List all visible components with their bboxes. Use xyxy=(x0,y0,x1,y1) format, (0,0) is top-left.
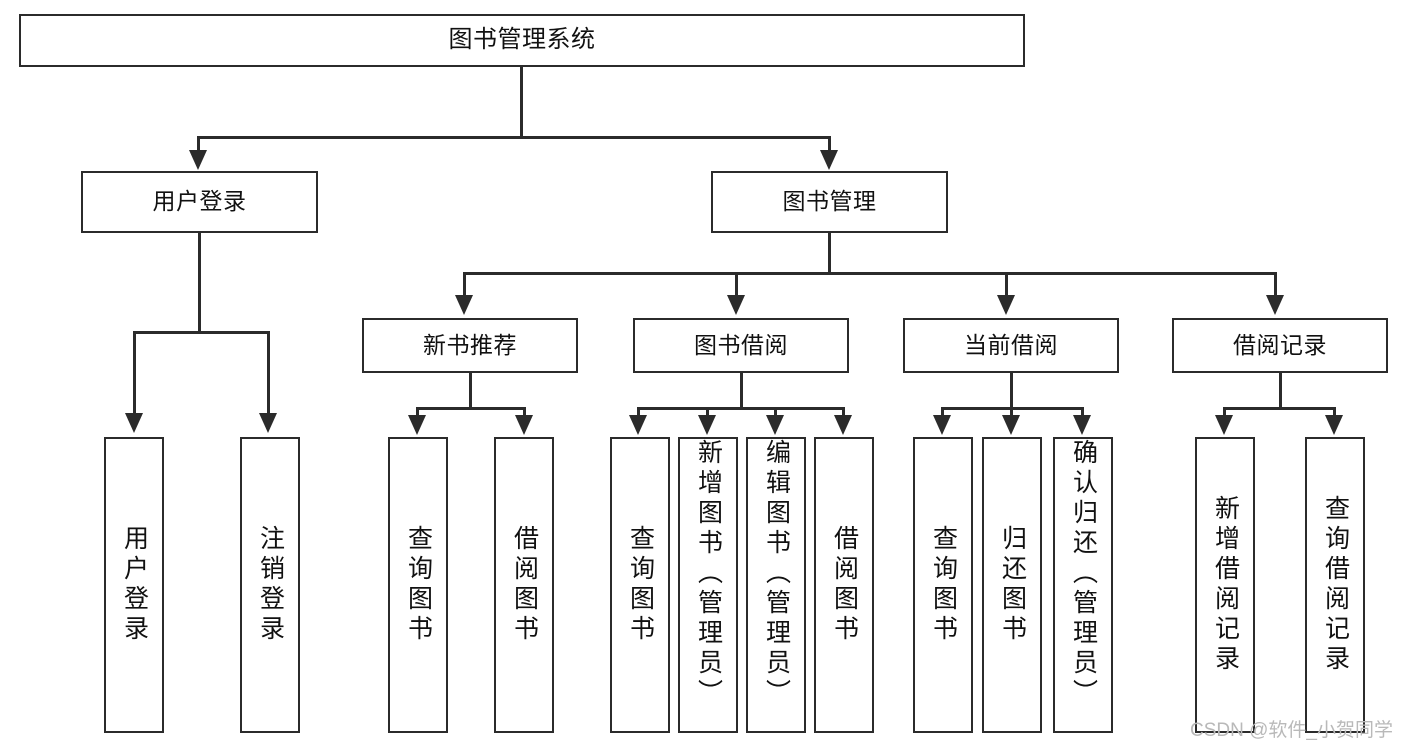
connector-root-to-login xyxy=(197,136,200,154)
node-label: 新书推荐 xyxy=(423,331,517,358)
connector-currentborrow-to-leaf2 xyxy=(1010,407,1013,419)
arrowhead-newbook-to-leaf2 xyxy=(515,415,533,435)
connector-bookmgmt-to-l2-4 xyxy=(1274,272,1277,299)
node-label: 图书借阅 xyxy=(694,331,788,358)
connector-login-bus xyxy=(133,331,269,334)
connector-root-to-bookmgmt xyxy=(828,136,831,154)
connector-root-stem xyxy=(520,67,523,138)
connector-borrowrecord-bus xyxy=(1223,407,1336,410)
leaf-user-login[interactable]: 用户登录 xyxy=(104,437,164,733)
leaf-currentborrow-query-book[interactable]: 查询图书 xyxy=(913,437,973,733)
arrowhead-bookmgmt-to-l2-1 xyxy=(455,295,473,315)
arrowhead-newbook-to-leaf1 xyxy=(408,415,426,435)
connector-bookmgmt-to-l2-3 xyxy=(1005,272,1008,299)
leaf-borrowrecord-add-record[interactable]: 新增借阅记录 xyxy=(1195,437,1255,733)
leaf-newbook-query-book[interactable]: 查询图书 xyxy=(388,437,448,733)
node-label: 借阅图书 xyxy=(510,525,539,645)
connector-bookborrow-to-leaf4 xyxy=(842,407,845,419)
node-current-borrow[interactable]: 当前借阅 xyxy=(903,318,1119,373)
node-label: 编辑图书（管理员） xyxy=(762,439,791,709)
connector-login-to-leaf2 xyxy=(267,331,270,417)
leaf-bookborrow-edit-book-admin[interactable]: 编辑图书（管理员） xyxy=(746,437,806,733)
node-label: 查询借阅记录 xyxy=(1321,495,1350,675)
arrowhead-bookborrow-to-leaf1 xyxy=(629,415,647,435)
arrowhead-login-to-leaf1 xyxy=(125,413,143,433)
connector-bookborrow-bus xyxy=(637,407,845,410)
leaf-currentborrow-return-book[interactable]: 归还图书 xyxy=(982,437,1042,733)
node-label: 查询图书 xyxy=(404,525,433,645)
connector-bookborrow-to-leaf2 xyxy=(706,407,709,419)
node-label: 借阅图书 xyxy=(830,525,859,645)
connector-borrowrecord-to-leaf2 xyxy=(1333,407,1336,419)
connector-login-to-leaf1 xyxy=(133,331,136,417)
connector-currentborrow-to-leaf3 xyxy=(1081,407,1084,419)
arrowhead-bookmgmt-to-l2-2 xyxy=(727,295,745,315)
arrowhead-borrowrecord-to-leaf1 xyxy=(1215,415,1233,435)
leaf-bookborrow-query-book[interactable]: 查询图书 xyxy=(610,437,670,733)
leaf-bookborrow-borrow-book[interactable]: 借阅图书 xyxy=(814,437,874,733)
node-label: 注销登录 xyxy=(256,525,285,645)
node-book-borrow[interactable]: 图书借阅 xyxy=(633,318,849,373)
node-label: 借阅记录 xyxy=(1233,331,1327,358)
arrowhead-root-to-bookmgmt xyxy=(820,150,838,170)
connector-bookmgmt-to-l2-2 xyxy=(735,272,738,299)
connector-newbook-to-leaf2 xyxy=(523,407,526,419)
leaf-currentborrow-confirm-return-admin[interactable]: 确认归还（管理员） xyxy=(1053,437,1113,733)
arrowhead-borrowrecord-to-leaf2 xyxy=(1325,415,1343,435)
arrowhead-currentborrow-to-leaf3 xyxy=(1073,415,1091,435)
csdn-watermark: CSDN @软件_小贺同学 xyxy=(1190,720,1393,741)
connector-borrowrecord-stem xyxy=(1279,373,1282,409)
leaf-borrowrecord-query-record[interactable]: 查询借阅记录 xyxy=(1305,437,1365,733)
leaf-logout[interactable]: 注销登录 xyxy=(240,437,300,733)
node-label: 用户登录 xyxy=(120,525,149,645)
connector-bookmgmt-stem xyxy=(828,233,831,274)
arrowhead-bookmgmt-to-l2-4 xyxy=(1266,295,1284,315)
arrowhead-bookmgmt-to-l2-3 xyxy=(997,295,1015,315)
connector-bookborrow-stem xyxy=(740,373,743,409)
node-label: 图书管理系统 xyxy=(448,26,596,54)
node-root-system[interactable]: 图书管理系统 xyxy=(19,14,1025,67)
node-label: 用户登录 xyxy=(152,188,247,215)
leaf-bookborrow-add-book-admin[interactable]: 新增图书（管理员） xyxy=(678,437,738,733)
leaf-newbook-borrow-book[interactable]: 借阅图书 xyxy=(494,437,554,733)
arrowhead-currentborrow-to-leaf1 xyxy=(933,415,951,435)
connector-currentborrow-to-leaf1 xyxy=(941,407,944,419)
node-label: 归还图书 xyxy=(998,525,1027,645)
arrowhead-bookborrow-to-leaf3 xyxy=(766,415,784,435)
connector-bookborrow-to-leaf3 xyxy=(774,407,777,419)
connector-newbook-to-leaf1 xyxy=(416,407,419,419)
connector-newbook-stem xyxy=(469,373,472,409)
node-new-book-recommend[interactable]: 新书推荐 xyxy=(362,318,578,373)
node-borrow-record[interactable]: 借阅记录 xyxy=(1172,318,1388,373)
node-user-login[interactable]: 用户登录 xyxy=(81,171,318,233)
connector-newbook-bus xyxy=(416,407,526,410)
node-label: 查询图书 xyxy=(626,525,655,645)
arrowhead-bookborrow-to-leaf2 xyxy=(698,415,716,435)
node-book-management[interactable]: 图书管理 xyxy=(711,171,948,233)
arrowhead-bookborrow-to-leaf4 xyxy=(834,415,852,435)
arrowhead-root-to-login xyxy=(189,150,207,170)
node-label: 图书管理 xyxy=(782,188,877,215)
node-label: 新增借阅记录 xyxy=(1211,495,1240,675)
connector-borrowrecord-to-leaf1 xyxy=(1223,407,1226,419)
connector-bookborrow-to-leaf1 xyxy=(637,407,640,419)
connector-login-stem xyxy=(198,233,201,333)
node-label: 查询图书 xyxy=(929,525,958,645)
node-label: 确认归还（管理员） xyxy=(1069,439,1098,709)
connector-currentborrow-stem xyxy=(1010,373,1013,409)
arrowhead-login-to-leaf2 xyxy=(259,413,277,433)
node-label: 当前借阅 xyxy=(964,331,1058,358)
connector-root-bus xyxy=(197,136,830,139)
arrowhead-currentborrow-to-leaf2 xyxy=(1002,415,1020,435)
connector-bookmgmt-to-l2-1 xyxy=(463,272,466,299)
node-label: 新增图书（管理员） xyxy=(694,439,723,709)
connector-bookmgmt-bus xyxy=(463,272,1277,275)
